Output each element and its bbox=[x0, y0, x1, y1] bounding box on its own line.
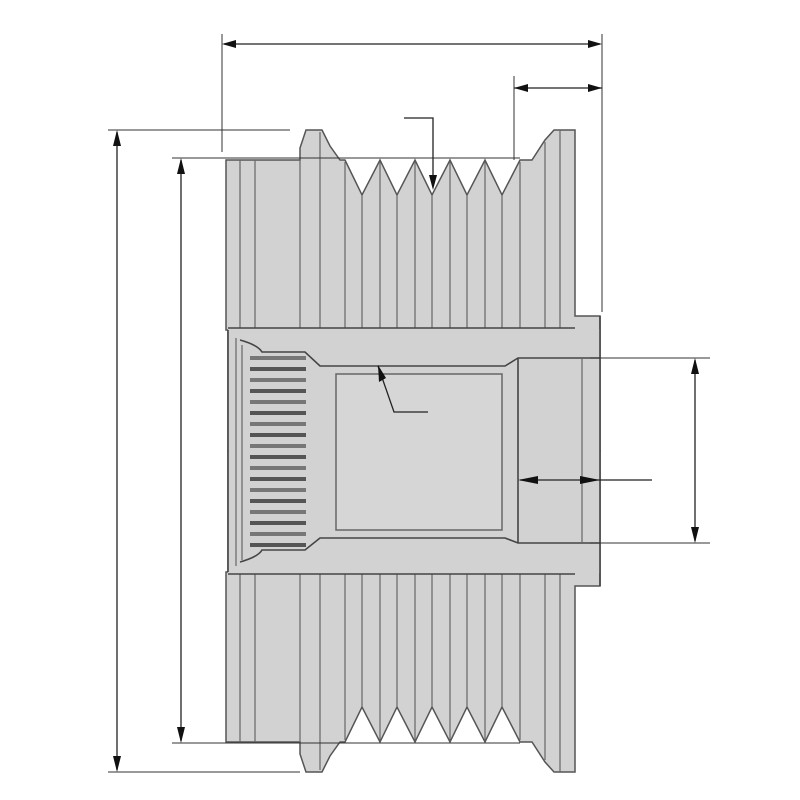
groove-leader bbox=[404, 117, 434, 180]
spline-tooth bbox=[250, 543, 306, 547]
spline-tooth bbox=[250, 389, 306, 393]
spline-tooth bbox=[250, 411, 306, 415]
spline-tooth bbox=[250, 488, 306, 492]
spline-tooth bbox=[250, 400, 306, 404]
spline-tooth bbox=[250, 455, 306, 459]
spline-tooth bbox=[250, 499, 306, 503]
spline-tooth bbox=[250, 444, 306, 448]
spline-teeth bbox=[250, 356, 306, 547]
spline-tooth bbox=[250, 477, 306, 481]
spline-tooth bbox=[250, 433, 306, 437]
spline-tooth bbox=[250, 466, 306, 470]
dimension-lines bbox=[108, 34, 710, 773]
spline-tooth bbox=[250, 510, 306, 514]
spline-tooth bbox=[250, 422, 306, 426]
recess-leader bbox=[377, 365, 428, 413]
inner-recess bbox=[335, 373, 503, 531]
spline-tooth bbox=[250, 378, 306, 382]
hub bbox=[227, 316, 601, 586]
spline-tooth bbox=[250, 532, 306, 536]
spline-tooth bbox=[250, 521, 306, 525]
spline-tooth bbox=[250, 367, 306, 371]
spline-tooth bbox=[250, 356, 306, 360]
